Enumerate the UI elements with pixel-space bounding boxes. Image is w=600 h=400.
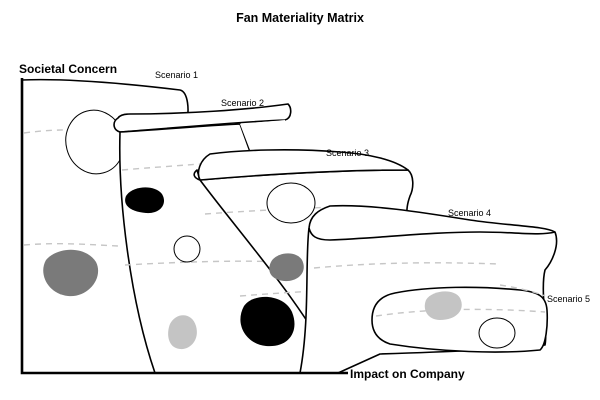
blob-black-scenario-3 bbox=[240, 296, 295, 347]
blob-light-gray-scenario-5 bbox=[424, 291, 462, 320]
scenario-3-label: Scenario 3 bbox=[326, 148, 369, 158]
x-axis-label: Impact on Company bbox=[350, 367, 465, 381]
blob-white-scenario-3 bbox=[266, 182, 316, 224]
blob-black-scenario-2 bbox=[125, 187, 165, 214]
blob-white-scenario-5 bbox=[478, 317, 516, 349]
scenario-5-label: Scenario 5 bbox=[547, 294, 590, 304]
blob-white-scenario-2 bbox=[173, 235, 201, 263]
axis-lines bbox=[20, 78, 348, 375]
diagram-title: Fan Materiality Matrix bbox=[236, 11, 364, 25]
blob-light-gray-scenario-2 bbox=[168, 315, 197, 350]
blob-dark-gray-scenario-3 bbox=[269, 253, 304, 282]
scenario-5-panel bbox=[371, 284, 549, 353]
blob-dark-gray-scenario-1 bbox=[43, 249, 99, 297]
scenario-1-label: Scenario 1 bbox=[155, 70, 198, 80]
y-axis-label: Societal Concern bbox=[19, 62, 117, 76]
scenario-2-label: Scenario 2 bbox=[221, 98, 264, 108]
scenario-4-label: Scenario 4 bbox=[448, 208, 491, 218]
